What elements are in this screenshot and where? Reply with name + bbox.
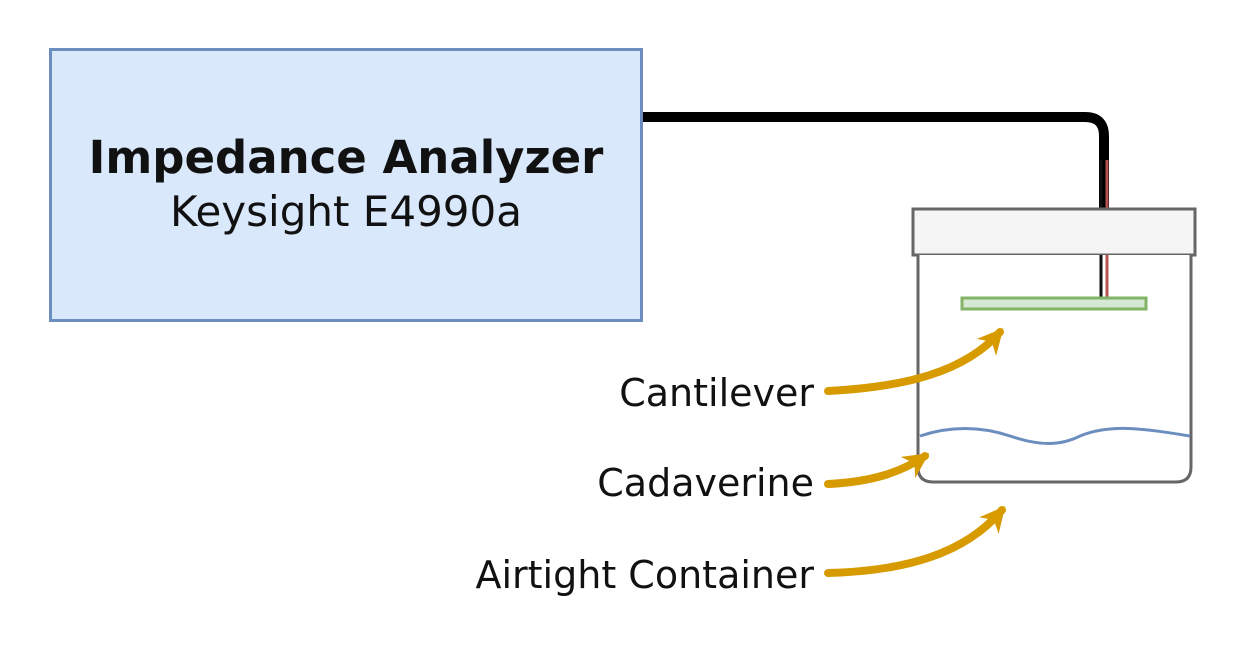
cable	[643, 112, 1109, 212]
airtight-container-label: Airtight Container	[475, 553, 814, 597]
impedance-analyzer-box: Impedance Analyzer Keysight E4990a	[49, 48, 643, 322]
cantilever-arrow	[824, 328, 1004, 395]
container-arrow	[824, 506, 1006, 577]
analyzer-title: Impedance Analyzer	[88, 130, 604, 184]
analyzer-model: Keysight E4990a	[170, 186, 522, 236]
cantilever-label: Cantilever	[619, 371, 814, 415]
container-lid	[911, 207, 1197, 257]
airtight-container	[916, 255, 1193, 484]
liquid-surface	[919, 426, 1191, 445]
cadaverine-label: Cadaverine	[597, 461, 814, 505]
cadaverine-arrow	[824, 452, 930, 488]
cantilever	[960, 296, 1148, 311]
